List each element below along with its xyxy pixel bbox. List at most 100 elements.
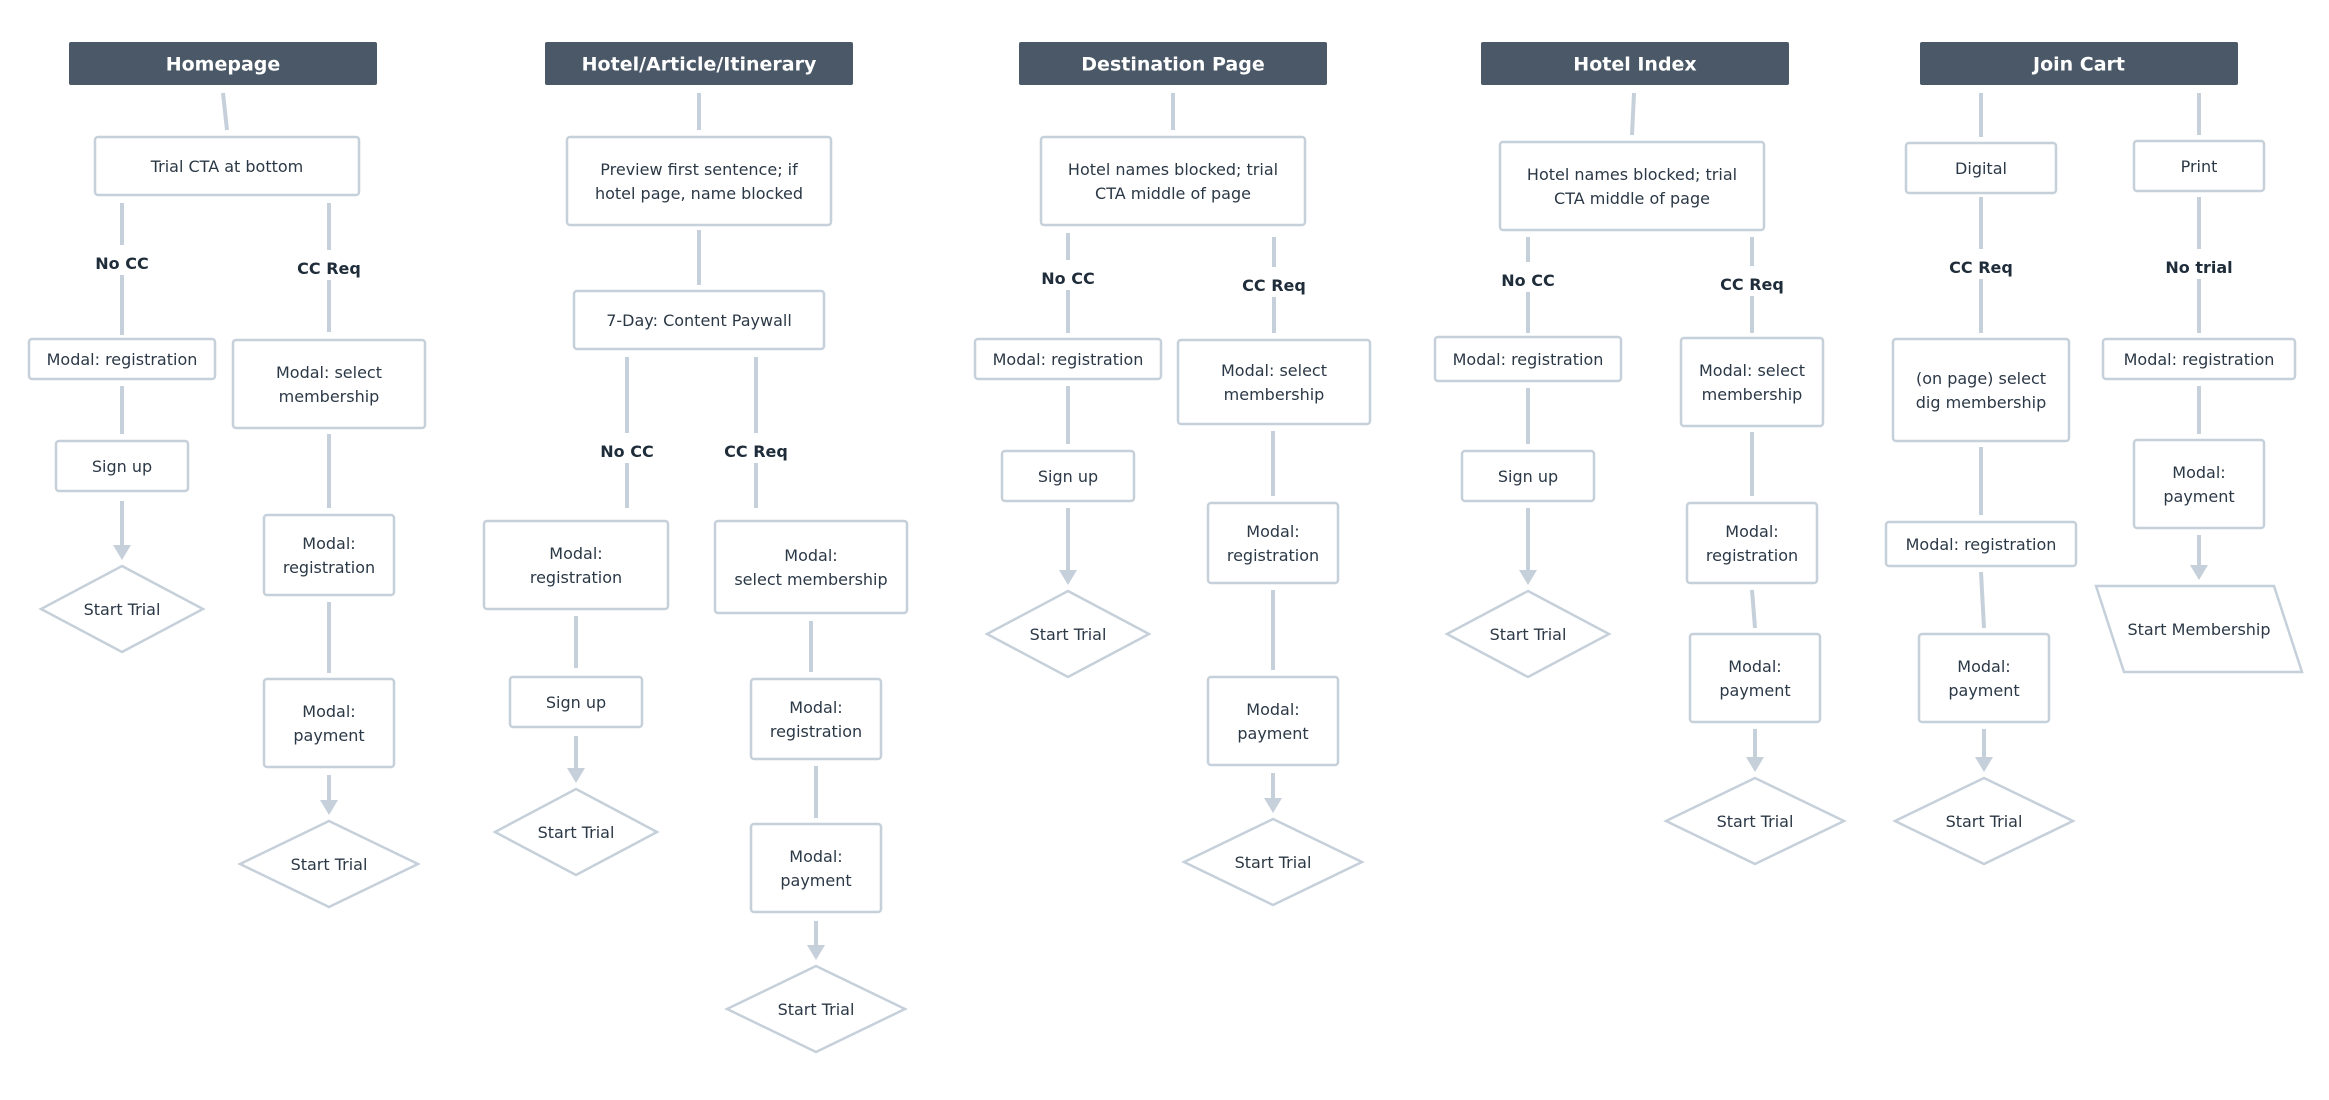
node-box: [1039, 135, 1307, 227]
node-label: Trial CTA at bottom: [150, 157, 304, 176]
column-header-box: [69, 42, 377, 85]
node-label: Modal: registration: [47, 350, 198, 369]
node-label: Sign up: [92, 457, 152, 476]
connector: CC Req: [724, 357, 788, 508]
connector-label: No CC: [95, 254, 148, 273]
node-box: [1460, 449, 1596, 503]
node-box: [93, 135, 361, 197]
arrowhead-icon: [807, 945, 825, 960]
connector: CC Req: [1720, 237, 1784, 333]
connector: CC Req: [297, 203, 361, 332]
node-diamond: [1892, 776, 2076, 866]
node-parallelogram: [2094, 584, 2304, 674]
step-node-digital: Digital: [1904, 141, 2058, 195]
arrowhead-icon: [2190, 565, 2208, 580]
step-node-nocc_signup: Sign up: [54, 439, 190, 493]
connector: [1059, 508, 1077, 585]
connector: [1979, 571, 1986, 629]
connector-label: CC Req: [1949, 258, 2013, 277]
node-box: [1206, 675, 1340, 767]
connector-line: [1630, 92, 1636, 136]
arrowhead-icon: [320, 800, 338, 815]
connector: [221, 92, 229, 131]
step-node-cc_reg: Modal:registration: [1685, 501, 1819, 585]
node-box: [713, 519, 909, 615]
node-label: Start Trial: [778, 1000, 855, 1019]
node-label: Modal:payment: [1948, 657, 2019, 700]
node-diamond: [38, 564, 206, 654]
column-header-box: [1019, 42, 1327, 85]
step-node-cc_reg: Modal:registration: [1206, 501, 1340, 585]
step-node-nocc_signup: Sign up: [1460, 449, 1596, 503]
step-node-cc_pay: Modal:payment: [1206, 675, 1340, 767]
arrowhead-icon: [1264, 798, 1282, 813]
node-label: Sign up: [1038, 467, 1098, 486]
node-label: Modal:registration: [1706, 522, 1798, 565]
node-label: Sign up: [546, 693, 606, 712]
node-label: Modal: registration: [1453, 350, 1604, 369]
step-node-nocc_reg: Modal: registration: [973, 337, 1163, 381]
step-node-dig_pay: Modal:payment: [1917, 632, 2051, 724]
connector: [1630, 92, 1636, 136]
node-diamond: [492, 787, 660, 877]
decision-node-cc_start: Start Trial: [237, 819, 421, 909]
node-label: Modal:select membership: [734, 546, 887, 589]
node-label: Start Trial: [1946, 812, 2023, 831]
node-box: [2101, 337, 2297, 381]
node-label: Sign up: [1498, 467, 1558, 486]
arrowhead-icon: [567, 768, 585, 783]
node-diamond: [1444, 589, 1612, 679]
connector: No CC: [600, 357, 654, 508]
connector-line: [1979, 571, 1986, 629]
arrowhead-icon: [1519, 570, 1537, 585]
connector-label: CC Req: [724, 442, 788, 461]
column-header-hotel_index: Hotel Index: [1481, 42, 1789, 85]
node-label: Modal: registration: [2124, 350, 2275, 369]
node-box: [1176, 338, 1372, 426]
node-label: Modal:payment: [780, 847, 851, 890]
arrowhead-icon: [1059, 570, 1077, 585]
step-node-cc_pay: Modal:payment: [262, 677, 396, 769]
node-label: Start Membership: [2127, 620, 2270, 639]
column-header-destination: Destination Page: [1019, 42, 1327, 85]
node-label: Start Trial: [291, 855, 368, 874]
node-label: Modal:payment: [2163, 463, 2234, 506]
node-box: [1891, 337, 2071, 443]
connector-label: CC Req: [1242, 276, 1306, 295]
connector: [1746, 729, 1764, 772]
connector: CC Req: [1949, 197, 2013, 333]
node-box: [2132, 438, 2266, 530]
node-box: [262, 677, 396, 769]
step-node-nocc_signup: Sign up: [1000, 449, 1136, 503]
node-diamond: [724, 964, 908, 1054]
node-label: Modal: registration: [1906, 535, 2057, 554]
arrowhead-icon: [1975, 757, 1993, 772]
node-label: Modal: registration: [993, 350, 1144, 369]
node-box: [1884, 520, 2078, 568]
node-label: Start Trial: [1030, 625, 1107, 644]
decision-node-cc_start: Start Trial: [1181, 817, 1365, 907]
connector-label: No CC: [1041, 269, 1094, 288]
node-diamond: [984, 589, 1152, 679]
connector: [1975, 729, 1993, 772]
column-header-title: Join Cart: [2031, 54, 2125, 76]
node-box: [1433, 335, 1623, 383]
connector-label: CC Req: [1720, 275, 1784, 294]
step-node-dig_reg: Modal: registration: [1884, 520, 2078, 568]
node-box: [565, 135, 833, 227]
connector: No CC: [1041, 233, 1095, 333]
column-header-box: [1481, 42, 1789, 85]
connector: No CC: [1501, 237, 1555, 333]
column-header-hotel_article: Hotel/Article/Itinerary: [545, 42, 853, 85]
step-node-nocc_reg: Modal: registration: [1433, 335, 1623, 383]
